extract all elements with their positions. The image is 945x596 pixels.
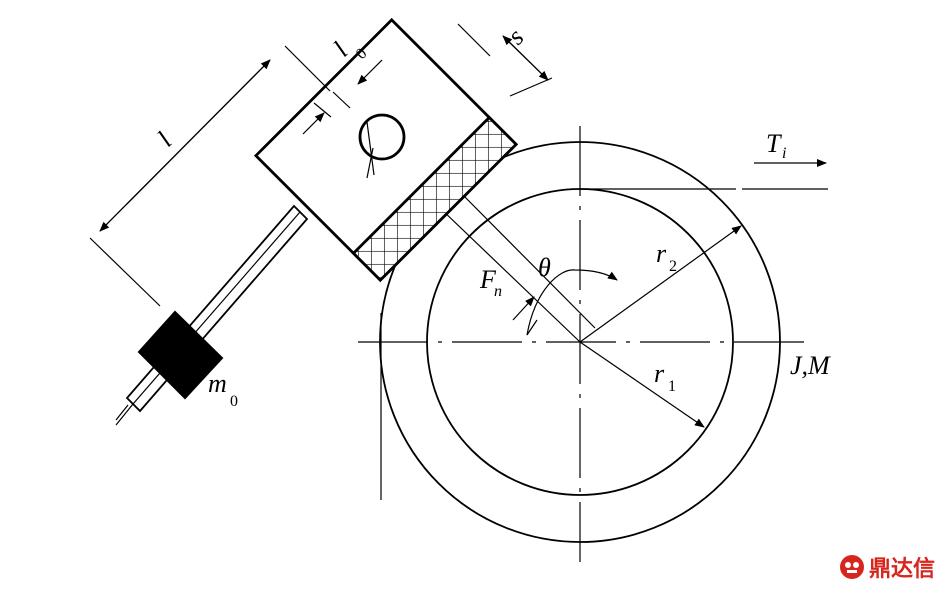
label-T-sub: i bbox=[782, 145, 786, 162]
label-r2: r bbox=[656, 239, 667, 268]
dim-l-ext-top bbox=[284, 45, 331, 92]
label-l: l bbox=[152, 127, 178, 153]
label-r1-sub: 1 bbox=[668, 378, 676, 395]
force-arrow bbox=[512, 296, 535, 321]
dim-l0-arrow-a bbox=[302, 112, 325, 135]
label-theta: θ bbox=[538, 253, 551, 282]
label-JM: J,M bbox=[790, 351, 831, 380]
dim-l0-ext-b bbox=[332, 91, 351, 109]
watermark-text: 鼎达信 bbox=[868, 557, 935, 582]
theta-arc-arrow bbox=[526, 269, 618, 336]
radius-r2-arrow bbox=[579, 225, 742, 343]
label-l0-sub: 0 bbox=[353, 45, 371, 63]
label-m0-sub: 0 bbox=[230, 393, 238, 410]
label-l0: l bbox=[328, 37, 354, 63]
pin-line bbox=[366, 121, 375, 176]
dim-l0-ext bbox=[313, 102, 332, 118]
dim-s-ext-bottom bbox=[509, 77, 553, 97]
theta-arc-tail bbox=[526, 319, 538, 336]
label-m0: m bbox=[208, 369, 227, 398]
mass-block bbox=[137, 310, 224, 400]
rod-end-cap bbox=[115, 404, 129, 421]
dim-s-ext-top bbox=[457, 23, 491, 57]
rod-tail bbox=[115, 403, 134, 426]
pin-circle bbox=[358, 113, 406, 161]
friction-pad bbox=[351, 115, 519, 283]
watermark-emblem-icon bbox=[839, 555, 864, 579]
label-T: T bbox=[766, 129, 782, 158]
housing-group bbox=[253, 17, 519, 283]
label-F-sub: n bbox=[494, 283, 502, 300]
watermark-logo: 鼎达信 bbox=[839, 551, 935, 583]
pin-line-b bbox=[366, 147, 374, 179]
dim-l-line-rev bbox=[99, 59, 271, 232]
dim-s-line-rev bbox=[502, 35, 549, 81]
label-r1: r bbox=[654, 359, 665, 388]
label-F: F bbox=[479, 265, 497, 294]
guide-line-a bbox=[457, 189, 596, 329]
guide-line-b bbox=[439, 207, 581, 343]
dim-l-ext-bottom bbox=[89, 237, 161, 307]
radius-r1-arrow bbox=[579, 341, 705, 428]
label-r2-sub: 2 bbox=[669, 258, 677, 275]
dim-l0-arrow-b bbox=[357, 59, 383, 85]
label-s: s bbox=[502, 23, 530, 51]
